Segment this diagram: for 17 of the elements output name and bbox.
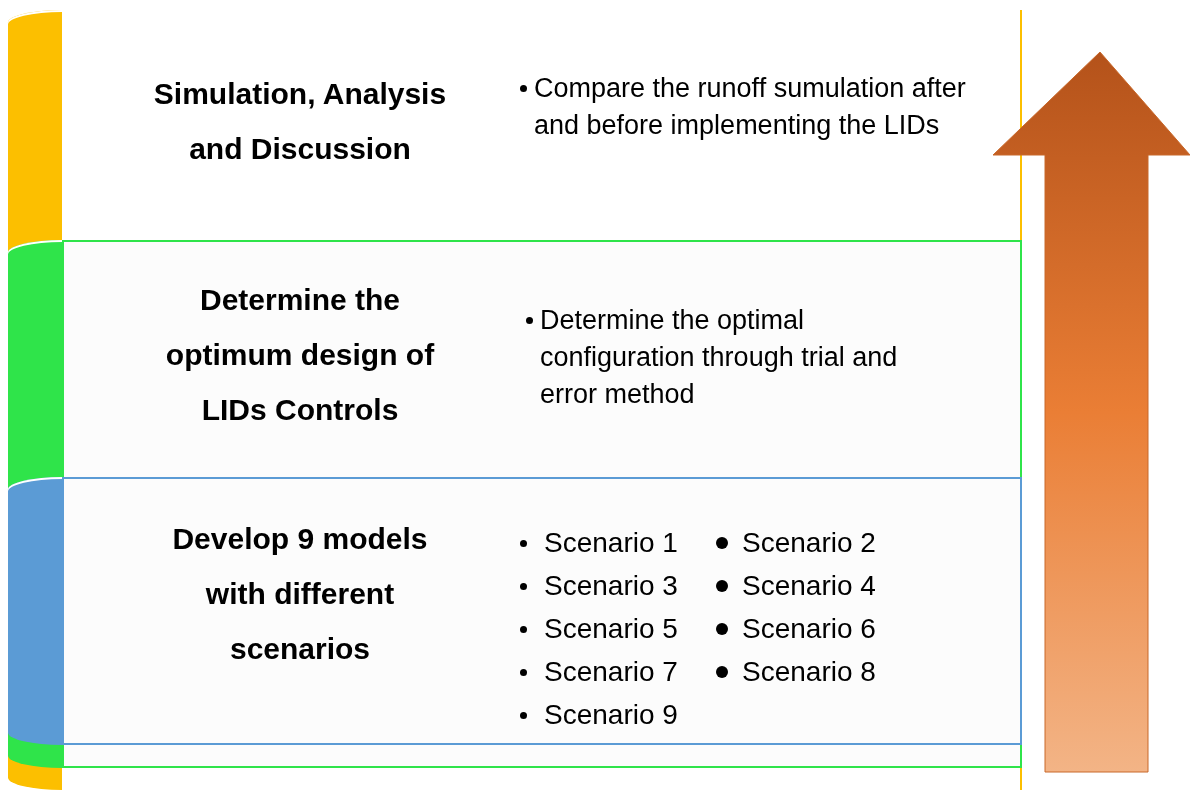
bullet-text: Compare the runoff sumulation after and before implementing the LIDs — [520, 70, 974, 144]
stage-heading: Develop 9 models with different scenarios — [171, 521, 429, 667]
scenario-item: Scenario 8 — [718, 654, 918, 690]
stage-panel — [8, 10, 1022, 790]
scenario-item: Scenario 3 — [520, 568, 718, 604]
scenario-item: Scenario 4 — [718, 568, 918, 604]
scenario-item: Scenario 9 — [520, 697, 718, 733]
stage-heading: Determine the optimum design of LIDs Controls — [164, 282, 436, 428]
scenario-item: Scenario 5 — [520, 611, 718, 647]
scenario-item: Scenario 7 — [520, 654, 718, 690]
scenario-item: Scenario 2 — [718, 525, 918, 561]
scenario-item: Scenario 1 — [520, 525, 718, 561]
scenario-item: Scenario 6 — [718, 611, 918, 647]
stage-heading: Simulation, Analysis and Discussion — [152, 76, 448, 167]
stage-panel — [8, 240, 1022, 768]
stage-panel — [8, 477, 1022, 745]
bullet-text: Determine the optimal configuration through trial and error method — [526, 302, 960, 413]
